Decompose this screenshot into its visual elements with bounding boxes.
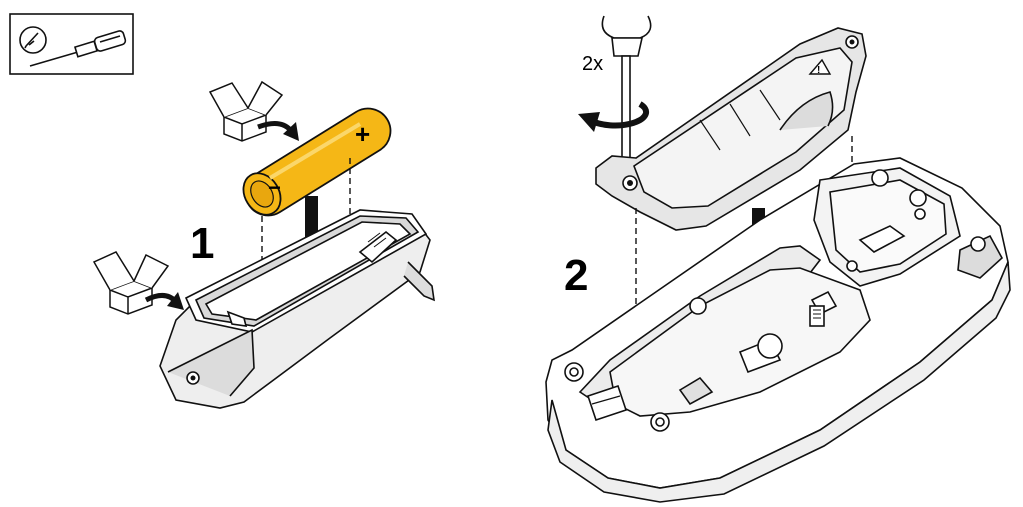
screwdriver-icon <box>29 30 127 67</box>
arrow-head-icon-lower <box>167 292 184 310</box>
battery-plus-label: + <box>355 119 370 149</box>
battery-compartment <box>159 209 435 409</box>
battery: − + <box>242 107 392 217</box>
rotate-arrow-icon <box>578 101 650 132</box>
unpack-box-icon <box>208 80 284 142</box>
arrow-head-icon <box>283 122 299 141</box>
battery-cover: ! <box>595 27 867 231</box>
repeat-count-label: 2x <box>582 53 603 75</box>
step-2-number: 2 <box>564 251 588 300</box>
tools-needed-icon <box>9 13 134 75</box>
battery-minus-label: − <box>268 175 281 200</box>
step-2-group: 2x ! <box>545 15 1011 503</box>
svg-text:!: ! <box>817 65 820 76</box>
step-1-number: 1 <box>190 219 214 268</box>
meter-housing <box>545 157 1011 503</box>
step-1-group: − + 1 <box>92 80 435 409</box>
unpack-box-icon-lower <box>92 251 170 315</box>
